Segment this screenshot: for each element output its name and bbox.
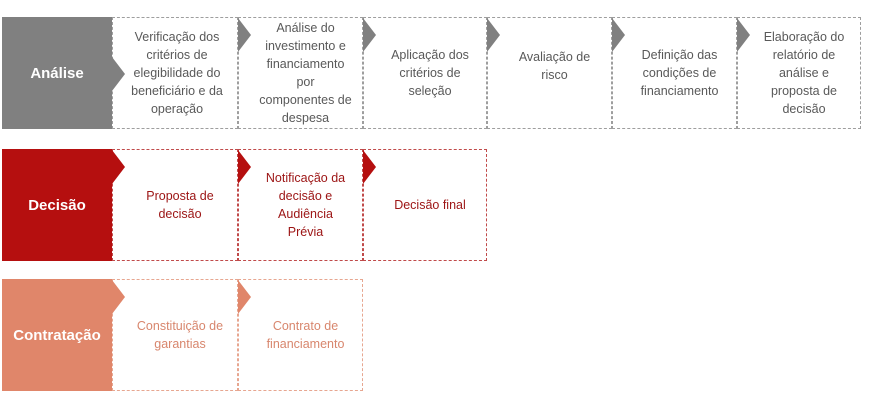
step-decisao-final: Decisão final bbox=[363, 149, 487, 261]
step-verificacao-criterios: Verificação dos critérios de elegibilida… bbox=[112, 17, 238, 129]
row-label-analise: Análise bbox=[2, 17, 112, 129]
arrow-icon bbox=[238, 18, 251, 52]
step-analise-investimento: Análise do investimento e financiamento … bbox=[238, 17, 363, 129]
arrow-icon bbox=[238, 150, 251, 184]
arrow-icon bbox=[363, 18, 376, 52]
row-label-contratacao: Contratação bbox=[2, 279, 112, 391]
arrow-icon bbox=[612, 18, 625, 52]
arrow-icon bbox=[112, 57, 125, 91]
arrow-icon bbox=[238, 280, 251, 314]
step-definicao-condicoes: Definição das condições de financiamento bbox=[612, 17, 737, 129]
arrow-icon bbox=[363, 150, 376, 184]
step-elaboracao-relatorio: Elaboração do relatório de análise e pro… bbox=[737, 17, 861, 129]
arrow-icon bbox=[737, 18, 750, 52]
step-proposta-decisao: Proposta de decisão bbox=[112, 149, 238, 261]
arrow-icon bbox=[112, 150, 125, 184]
step-aplicacao-criterios: Aplicação dos critérios de seleção bbox=[363, 17, 487, 129]
row-label-decisao: Decisão bbox=[2, 149, 112, 261]
arrow-icon bbox=[112, 280, 125, 314]
step-notificacao-decisao: Notificação da decisão e Audiência Prévi… bbox=[238, 149, 363, 261]
step-contrato-financiamento: Contrato de financiamento bbox=[238, 279, 363, 391]
step-avaliacao-risco: Avaliação de risco bbox=[487, 17, 612, 129]
arrow-icon bbox=[487, 18, 500, 52]
step-constituicao-garantias: Constituição de garantias bbox=[112, 279, 238, 391]
